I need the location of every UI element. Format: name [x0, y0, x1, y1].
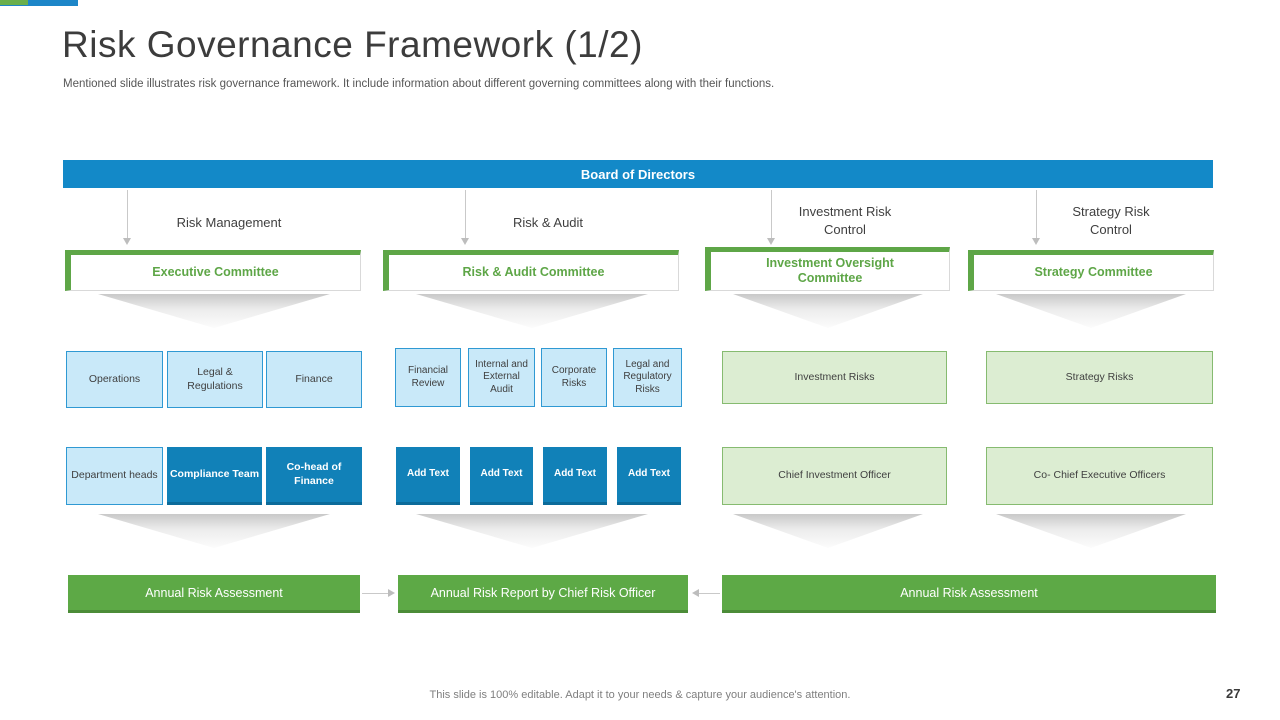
box-investment-risks: Investment Risks: [722, 351, 947, 404]
committee-box-investment-oversight: Investment Oversight Committee: [705, 247, 950, 291]
box-co-head-finance: Co-head of Finance: [266, 447, 362, 505]
chevron-down-icon: [733, 514, 923, 548]
annual-risk-assessment-right-bar: Annual Risk Assessment: [722, 575, 1216, 613]
box-internal-external-audit: Internal and External Audit: [468, 348, 535, 407]
box-operations: Operations: [66, 351, 163, 408]
branch-connector-line-2: [465, 190, 466, 238]
box-add-text-2: Add Text: [470, 447, 533, 505]
box-department-heads: Department heads: [66, 447, 163, 505]
branch-label-risk-audit: Risk & Audit: [512, 215, 584, 230]
branch-connector-line-3: [771, 190, 772, 238]
branch-label-strategy-risk: Strategy Risk Control: [1072, 204, 1150, 237]
branch-connector-line-4: [1036, 190, 1037, 238]
arrow-left-icon: [692, 589, 699, 597]
slide-subtitle: Mentioned slide illustrates risk governa…: [63, 78, 775, 90]
arrow-right-icon: [388, 589, 395, 597]
board-of-directors-bar: Board of Directors: [63, 160, 1213, 188]
arrow-down-icon: [1032, 238, 1040, 245]
box-compliance-team: Compliance Team: [167, 447, 262, 505]
arrow-down-icon: [123, 238, 131, 245]
box-strategy-risks: Strategy Risks: [986, 351, 1213, 404]
arrow-down-icon: [461, 238, 469, 245]
flow-connector-line: [362, 593, 388, 594]
chevron-down-icon: [733, 294, 923, 328]
box-add-text-4: Add Text: [617, 447, 681, 505]
flow-connector-line: [699, 593, 720, 594]
box-financial-review: Financial Review: [395, 348, 461, 407]
committee-box-strategy: Strategy Committee: [968, 250, 1214, 291]
branch-label-risk-management: Risk Management: [176, 215, 282, 230]
committee-box-risk-audit: Risk & Audit Committee: [383, 250, 679, 291]
chevron-down-icon: [416, 294, 648, 328]
chevron-down-icon: [98, 294, 330, 328]
box-finance: Finance: [266, 351, 362, 408]
box-add-text-1: Add Text: [396, 447, 460, 505]
committee-box-executive: Executive Committee: [65, 250, 361, 291]
page-number: 27: [1226, 686, 1241, 701]
annual-risk-report-bar: Annual Risk Report by Chief Risk Officer: [398, 575, 688, 613]
branch-label-investment-risk: Investment Risk Control: [798, 204, 892, 237]
slide-title: Risk Governance Framework (1/2): [62, 24, 643, 65]
box-chief-investment-officer: Chief Investment Officer: [722, 447, 947, 505]
box-co-chief-executive-officers: Co- Chief Executive Officers: [986, 447, 1213, 505]
chevron-down-icon: [98, 514, 330, 548]
box-legal-regulations: Legal & Regulations: [167, 351, 263, 408]
annual-risk-assessment-left-bar: Annual Risk Assessment: [68, 575, 360, 613]
decor-bar-green-icon: [0, 0, 28, 5]
box-legal-regulatory-risks: Legal and Regulatory Risks: [613, 348, 682, 407]
branch-connector-line-1: [127, 190, 128, 238]
box-corporate-risks: Corporate Risks: [541, 348, 607, 407]
footer-note: This slide is 100% editable. Adapt it to…: [429, 689, 851, 701]
decor-bar-blue-icon: [0, 0, 78, 6]
arrow-down-icon: [767, 238, 775, 245]
chevron-down-icon: [996, 294, 1186, 328]
chevron-down-icon: [996, 514, 1186, 548]
box-add-text-3: Add Text: [543, 447, 607, 505]
chevron-down-icon: [416, 514, 648, 548]
